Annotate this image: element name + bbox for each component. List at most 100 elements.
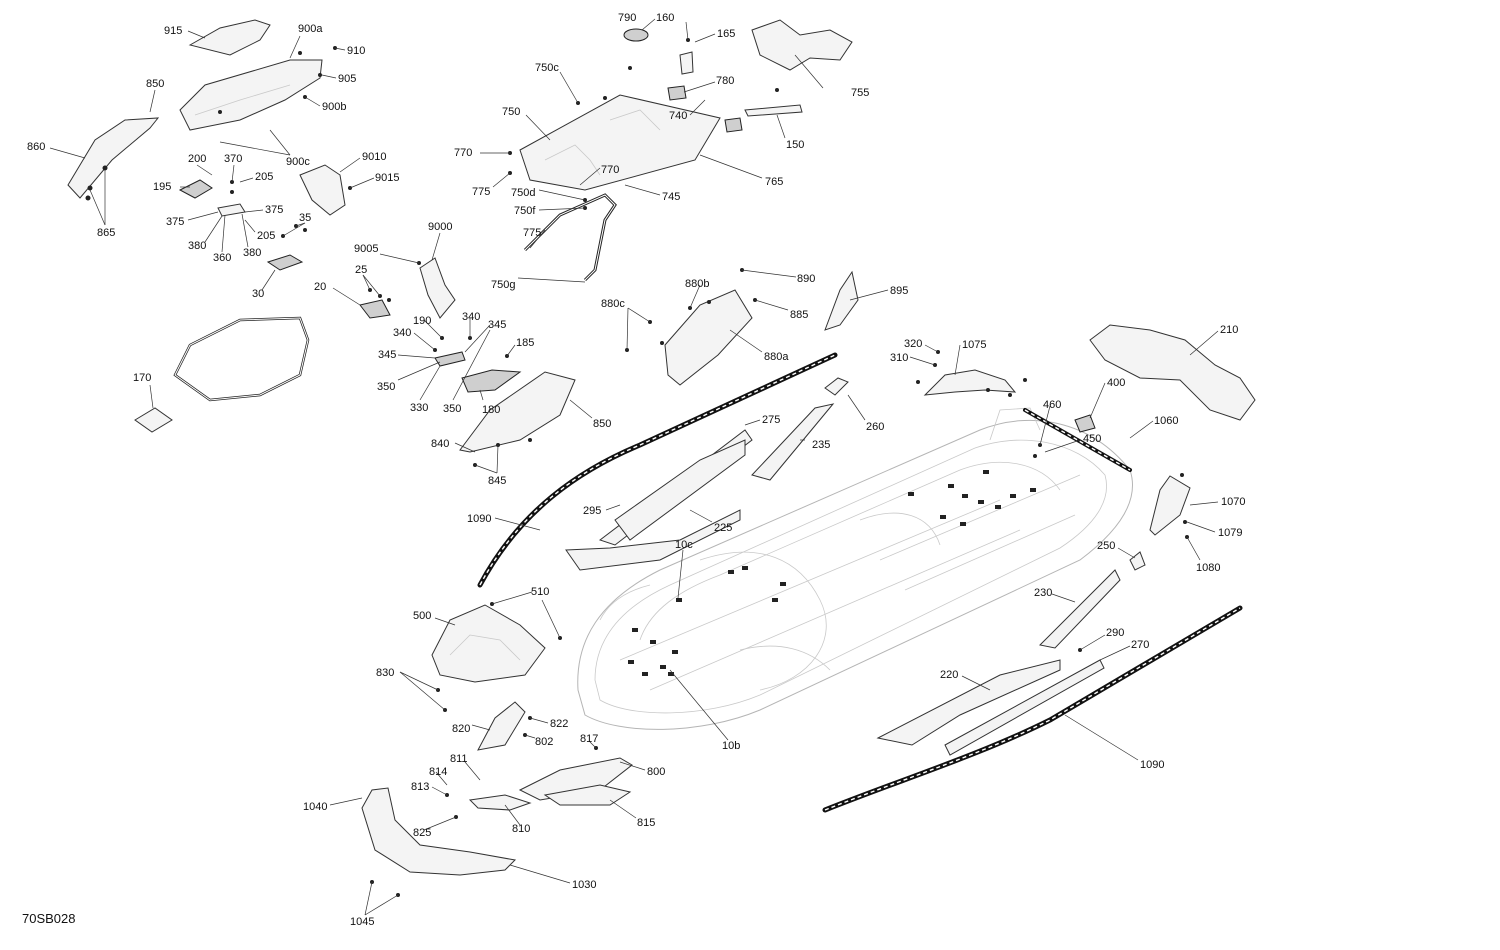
callout-810: 810 — [512, 823, 530, 835]
callout-822: 822 — [550, 718, 568, 730]
mat-755 — [751, 19, 853, 71]
callout-185: 185 — [516, 337, 534, 349]
callout-195: 195 — [153, 181, 171, 193]
callout-802: 802 — [535, 736, 553, 748]
callout-150: 150 — [786, 139, 804, 151]
callout-885: 885 — [790, 309, 808, 321]
strip-150 — [744, 104, 803, 117]
callout-9015: 9015 — [375, 172, 399, 184]
side-mat-lower — [565, 509, 741, 571]
part-9010 — [299, 164, 346, 216]
callout-1090a: 1090 — [467, 513, 491, 525]
callout-850b: 850 — [593, 418, 611, 430]
leader-lines — [49, 18, 1219, 916]
callout-1060: 1060 — [1154, 415, 1178, 427]
callout-775a: 775 — [472, 186, 490, 198]
hull-outline — [577, 407, 1134, 730]
callout-1040: 1040 — [303, 801, 327, 813]
footrest-mat-275 — [614, 439, 746, 541]
callout-915: 915 — [164, 25, 182, 37]
callout-380b: 380 — [243, 247, 261, 259]
part-30 — [266, 254, 304, 271]
callout-830: 830 — [376, 667, 394, 679]
callout-320: 320 — [904, 338, 922, 350]
callout-811: 811 — [450, 753, 468, 765]
storage-cover-750 — [519, 94, 721, 191]
callout-1045: 1045 — [350, 916, 374, 928]
callout-765: 765 — [765, 176, 783, 188]
part-800 — [518, 757, 633, 801]
callout-310: 310 — [890, 352, 908, 364]
callout-895: 895 — [890, 285, 908, 297]
callout-865: 865 — [97, 227, 115, 239]
callout-817: 817 — [580, 733, 598, 745]
callout-755: 755 — [851, 87, 869, 99]
nose-cover-500 — [431, 604, 546, 683]
panel-235 — [751, 403, 835, 481]
part-820 — [477, 701, 526, 751]
footrest-mat-270 — [944, 659, 1105, 756]
part-1070 — [1149, 475, 1191, 536]
callout-1080: 1080 — [1196, 562, 1220, 574]
footrest-mat-220 — [876, 659, 1061, 746]
callout-295: 295 — [583, 505, 601, 517]
callout-260: 260 — [866, 421, 884, 433]
callout-230: 230 — [1034, 587, 1052, 599]
latch-740 — [724, 117, 743, 133]
callout-190: 190 — [413, 315, 431, 327]
callout-200: 200 — [188, 153, 206, 165]
callout-770a: 770 — [454, 147, 472, 159]
callout-820: 820 — [452, 723, 470, 735]
callout-9000: 9000 — [428, 221, 452, 233]
callout-750c: 750c — [535, 62, 559, 74]
callout-350b: 350 — [443, 403, 461, 415]
callout-9005: 9005 — [354, 243, 378, 255]
callout-370: 370 — [224, 153, 242, 165]
part-895 — [824, 270, 859, 331]
gasket-ring — [173, 316, 310, 402]
callout-775b: 775 — [523, 227, 541, 239]
bracket-160 — [679, 51, 694, 75]
part-20 — [359, 299, 391, 319]
callout-1030: 1030 — [572, 879, 596, 891]
callout-275: 275 — [762, 414, 780, 426]
panel-840 — [459, 371, 576, 453]
callout-450: 450 — [1083, 433, 1101, 445]
rub-strip-upper — [477, 352, 838, 588]
callout-1070: 1070 — [1221, 496, 1245, 508]
part-195 — [178, 179, 213, 199]
callout-880c: 880c — [601, 298, 625, 310]
seat-base-900a — [179, 59, 323, 131]
hull-clips — [628, 470, 1036, 676]
part-330 — [434, 351, 466, 367]
callout-30: 30 — [252, 288, 264, 300]
callout-290: 290 — [1106, 627, 1124, 639]
callout-900b: 900b — [322, 101, 346, 113]
drawing-code: 70SB028 — [22, 911, 76, 926]
part-815 — [543, 784, 632, 806]
callout-905: 905 — [338, 73, 356, 85]
bumper-1030 — [361, 787, 517, 876]
rub-strip-lower — [822, 605, 1243, 813]
part-260 — [824, 377, 849, 396]
plate-170 — [134, 407, 173, 433]
callout-205b: 205 — [257, 230, 275, 242]
handle-850 — [67, 117, 160, 199]
callout-860: 860 — [27, 141, 45, 153]
callout-35: 35 — [299, 212, 311, 224]
callout-845: 845 — [488, 475, 506, 487]
cover-915 — [188, 19, 271, 56]
callout-20: 20 — [314, 281, 326, 293]
callout-750f: 750f — [514, 205, 536, 217]
callout-labels: 915 900a 910 905 900b 900c 850 860 865 2… — [27, 12, 1245, 928]
callout-165: 165 — [717, 28, 735, 40]
callout-510: 510 — [531, 586, 549, 598]
callout-170: 170 — [133, 372, 151, 384]
part-810 — [468, 794, 532, 811]
part-400 — [1074, 414, 1096, 433]
part-1075 — [923, 369, 1017, 396]
callout-890: 890 — [797, 273, 815, 285]
callout-880b: 880b — [685, 278, 709, 290]
callout-750g: 750g — [491, 279, 515, 291]
